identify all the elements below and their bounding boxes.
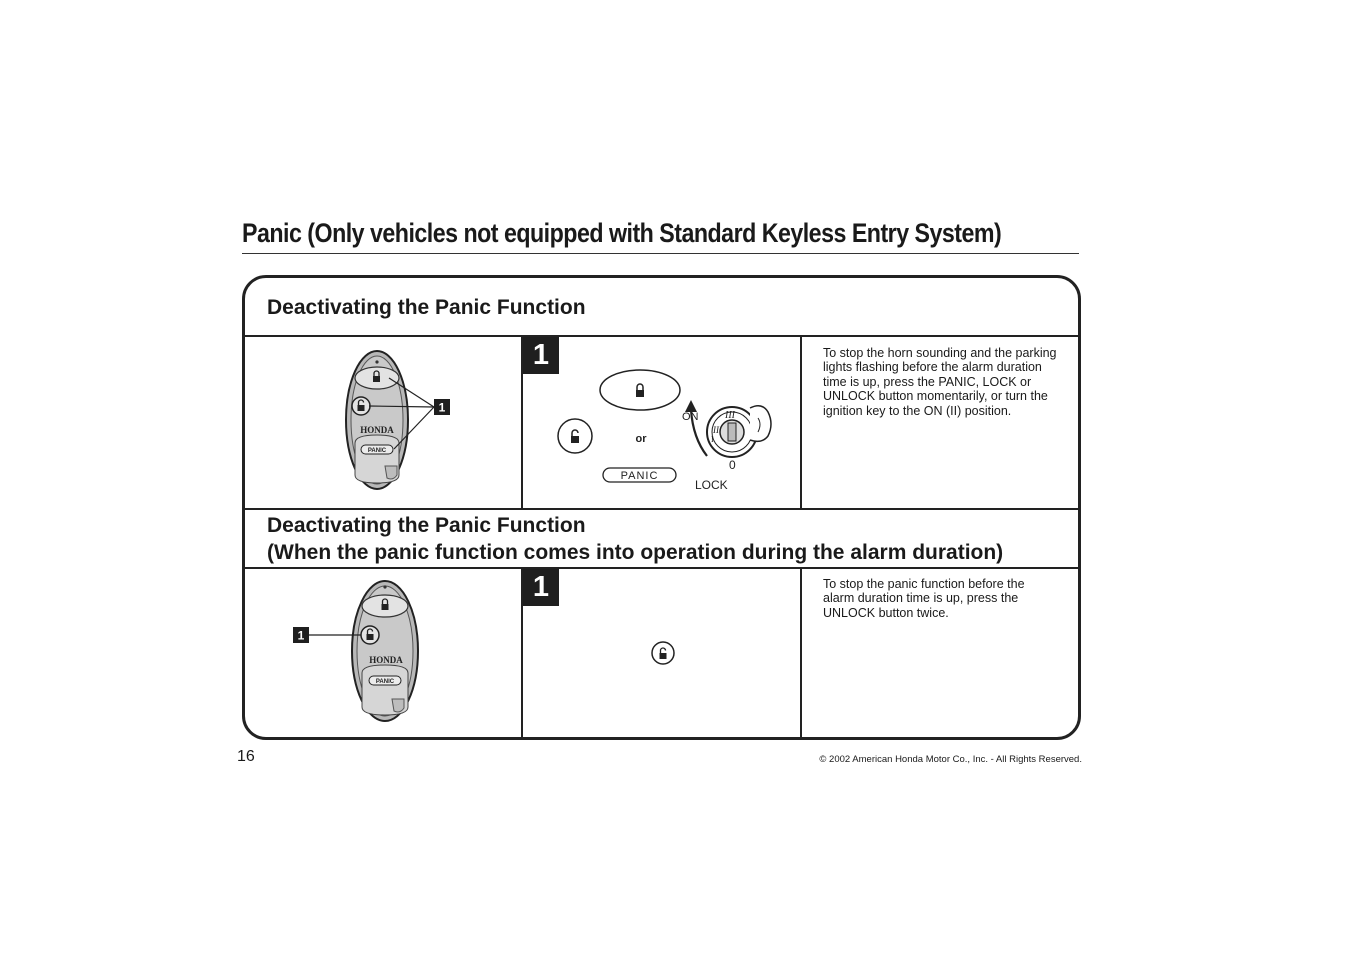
panic-button-label: PANIC [621, 470, 659, 482]
page-title: Panic (Only vehicles not equipped with S… [242, 218, 1001, 249]
section2-heading-line2: (When the panic function comes into oper… [267, 539, 1003, 566]
remote-panic-label-2: PANIC [376, 679, 395, 685]
remote-illustration-2: HONDA PANIC 1 [290, 577, 430, 727]
row2-divider-right [800, 568, 802, 738]
remote-panic-label-1: PANIC [368, 448, 387, 454]
buttons-and-ignition-diagram: or PANIC ON III II I 0 LOCK [545, 368, 790, 493]
callout-number-2: 1 [298, 629, 305, 643]
remote-illustration-1: HONDA PANIC 1 [341, 348, 471, 493]
section1-divider-top [245, 335, 1078, 337]
step-number-2: 1 [523, 569, 559, 606]
svg-text:III: III [724, 410, 736, 421]
section1-heading: Deactivating the Panic Function [267, 294, 586, 321]
section2-divider-top [245, 508, 1078, 510]
section1-description: To stop the horn sounding and the parkin… [823, 346, 1058, 418]
remote-brand-2: HONDA [369, 655, 403, 665]
instruction-panel: Deactivating the Panic Function HONDA PA… [242, 275, 1081, 740]
title-rule [242, 253, 1079, 254]
unlock-button-diagram [650, 640, 676, 666]
ignition-switch-icon: III II I [707, 406, 771, 457]
remote-brand-1: HONDA [360, 425, 394, 435]
svg-text:II: II [712, 425, 720, 435]
ignition-zero-label: 0 [729, 458, 736, 472]
row1-divider-right [800, 336, 802, 508]
copyright-notice: © 2002 American Honda Motor Co., Inc. - … [819, 754, 1082, 765]
callout-number-1: 1 [439, 401, 446, 415]
section2-divider-bottom [245, 567, 1078, 569]
ignition-lock-label: LOCK [695, 478, 728, 492]
section2-heading-line1: Deactivating the Panic Function [267, 512, 586, 539]
svg-text:I: I [711, 435, 714, 444]
page-number: 16 [237, 748, 255, 766]
section2-description: To stop the panic function before the al… [823, 577, 1058, 620]
or-label: or [636, 433, 648, 445]
